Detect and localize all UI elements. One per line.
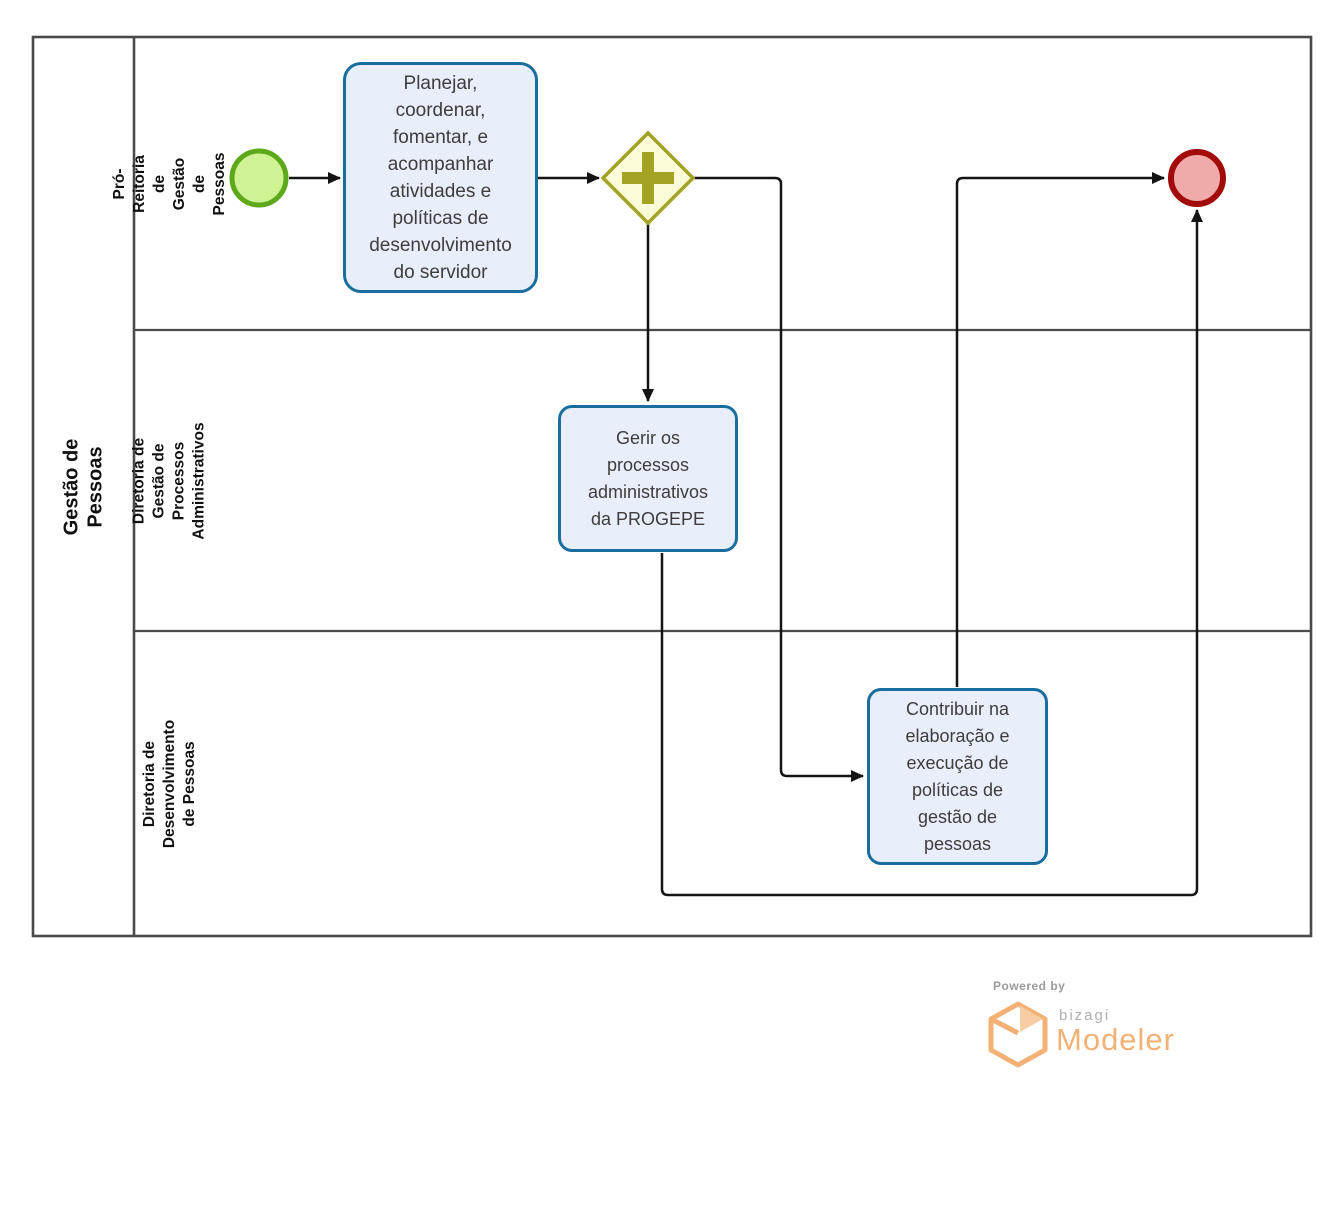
lane-label-text: Pró-Reitoria de Gestão de Pessoas bbox=[111, 152, 228, 215]
bizagi-logo-fold bbox=[1020, 1006, 1043, 1032]
start-event bbox=[229, 148, 289, 208]
powered-by-label: Powered by bbox=[993, 979, 1066, 993]
pool-border bbox=[31, 35, 1313, 938]
bizagi-logo-icon bbox=[988, 1001, 1048, 1068]
task-label: Contribuir na elaboração e execução de p… bbox=[905, 698, 1010, 854]
plus-icon bbox=[622, 152, 674, 204]
flow-gateway-to-task-contribuir bbox=[694, 176, 864, 782]
flow-task-gerir-to-end bbox=[660, 209, 1203, 897]
task-gerir: Gerir os processos administrativos da PR… bbox=[558, 405, 738, 552]
lane-label-pro-reitoria: Pró-Reitoria de Gestão de Pessoas bbox=[111, 37, 228, 330]
task-planejar: Planejar, coordenar, fomentar, e acompan… bbox=[343, 62, 538, 293]
task-label: Planejar, coordenar, fomentar, e acompan… bbox=[369, 72, 512, 283]
task-label: Gerir os processos administrativos da PR… bbox=[587, 427, 709, 529]
end-event bbox=[1168, 149, 1226, 207]
lane-label-text: Diretoria de Gestão de Processos Adminis… bbox=[131, 421, 209, 540]
flow-task-contribuir-to-end bbox=[955, 172, 1165, 687]
lane-label-diretoria-gestao: Diretoria de Gestão de Processos Adminis… bbox=[131, 330, 208, 631]
task-contribuir: Contribuir na elaboração e execução de p… bbox=[867, 688, 1048, 865]
lane-label-diretoria-desenvolvimento: Diretoria de Desenvolvimento de Pessoas bbox=[134, 631, 206, 936]
bizagi-wordmark: bizagi bbox=[1059, 1007, 1111, 1024]
bizagi-logo-notch bbox=[991, 1017, 1020, 1036]
lane-label-text: Diretoria de Desenvolvimento de Pessoas bbox=[141, 719, 198, 848]
modeler-wordmark: Modeler bbox=[1056, 1022, 1175, 1057]
pool-label-text: Gestão de Pessoas bbox=[60, 438, 107, 535]
